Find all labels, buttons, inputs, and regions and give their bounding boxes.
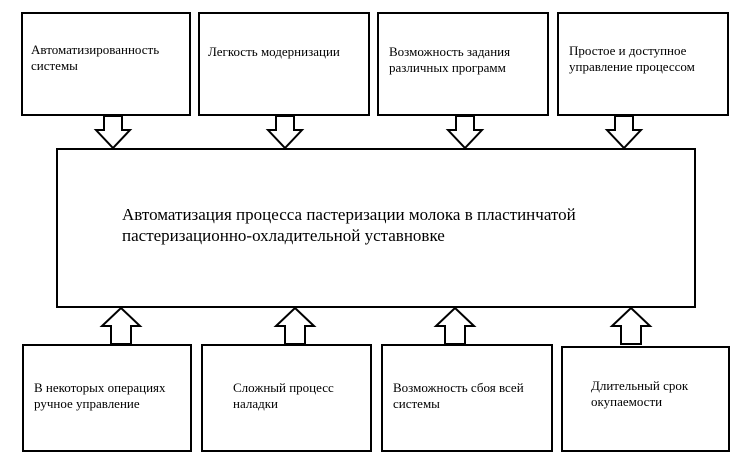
arrow-up-2 [273,306,317,345]
arrow-up-3 [433,306,477,345]
top-box-3-label: Возможность задания различных программ [389,44,511,75]
bottom-box-3: Возможность сбоя всей системы [381,344,553,452]
arrow-up-1 [99,306,143,345]
bottom-box-2-label: Сложный процесс наладки [233,380,334,411]
top-box-4-label: Простое и доступное управление процессом [569,43,695,74]
bottom-box-4: Длительный срок окупаемости [561,346,730,452]
top-box-3: Возможность задания различных программ [377,12,549,116]
arrow-down-1 [93,115,133,150]
top-box-4: Простое и доступное управление процессом [557,12,729,116]
arrow-down-2 [265,115,305,150]
main-topic-line-1: Автоматизация процесса пастеризации моло… [122,205,576,224]
arrow-up-4 [609,306,653,345]
bottom-box-2: Сложный процесс наладки [201,344,372,452]
top-box-1: Автоматизированность системы [21,12,191,116]
top-box-2-label: Легкость модернизации [208,44,340,59]
top-box-1-label: Автоматизированность системы [31,42,160,73]
main-topic-box: Автоматизация процесса пастеризации моло… [56,148,696,308]
bottom-box-1-label: В некоторых операциях ручное управление [34,380,166,411]
bottom-box-3-label: Возможность сбоя всей системы [393,380,524,411]
arrow-down-3 [445,115,485,150]
top-box-2: Легкость модернизации [198,12,370,116]
arrow-down-4 [604,115,644,150]
main-topic-line-2: пастеризационно-охладительной уставновке [122,226,445,245]
bottom-box-1: В некоторых операциях ручное управление [22,344,192,452]
bottom-box-4-label: Длительный срок окупаемости [591,378,689,409]
